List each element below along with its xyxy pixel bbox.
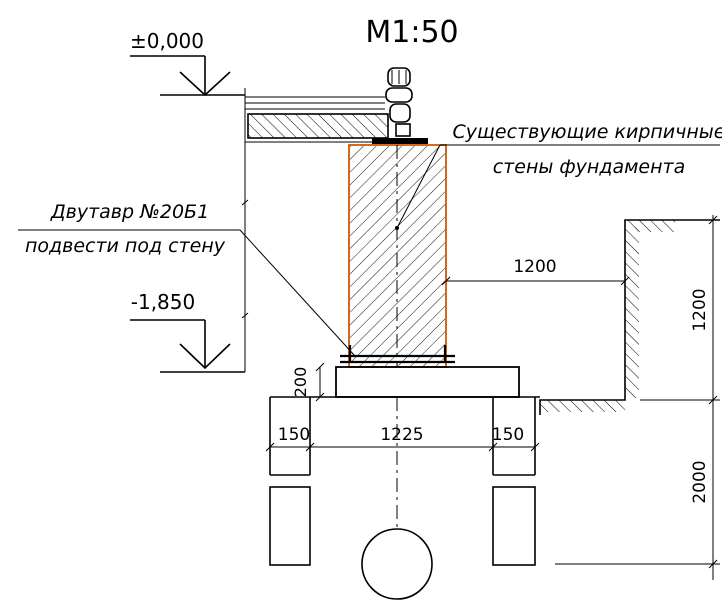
i-beam-section xyxy=(340,345,455,364)
bolt-icon xyxy=(372,67,428,145)
pile-foundation xyxy=(269,396,540,566)
callout-brick-walls: Существующие кирпичные стены фундамента xyxy=(396,121,722,229)
dimension-pit-lower-label: 2000 xyxy=(690,460,710,503)
level-bottom-label: -1,850 xyxy=(131,290,195,314)
brick-wall-section xyxy=(348,144,447,368)
dimension-pile-left-label: 150 xyxy=(278,425,310,445)
excavation-pit xyxy=(539,219,720,415)
dimension-slab-thickness: 200 xyxy=(291,362,325,402)
foundation-slab xyxy=(335,366,520,398)
dimension-horizontal-label: 1200 xyxy=(513,257,556,277)
dimension-pile-chain: 150 1225 150 xyxy=(265,425,540,452)
scale-label: M1:50 xyxy=(365,15,458,50)
level-marker-bottom: -1,850 xyxy=(130,290,245,373)
level-marker-top: ±0,000 xyxy=(130,29,245,97)
callout-brick-line1: Существующие кирпичные xyxy=(452,121,722,143)
dimension-slab-label: 200 xyxy=(291,367,310,398)
callout-i-beam: Двутавр №20Б1 подвести под стену xyxy=(18,201,356,357)
callout-beam-line2: подвести под стену xyxy=(25,235,226,257)
dimension-pile-span-label: 1225 xyxy=(380,425,423,445)
dimension-pit-upper-label: 1200 xyxy=(690,288,710,331)
dimension-pile-right-label: 150 xyxy=(492,425,524,445)
dimension-horizontal-offset: 1200 xyxy=(441,257,630,286)
callout-brick-line2: стены фундамента xyxy=(493,156,686,178)
callout-beam-line1: Двутавр №20Б1 xyxy=(50,201,209,223)
pipe-section xyxy=(361,528,433,600)
floor-layers xyxy=(245,96,390,143)
level-top-label: ±0,000 xyxy=(130,29,204,53)
dimension-vertical-right: 1200 2000 xyxy=(555,215,720,580)
